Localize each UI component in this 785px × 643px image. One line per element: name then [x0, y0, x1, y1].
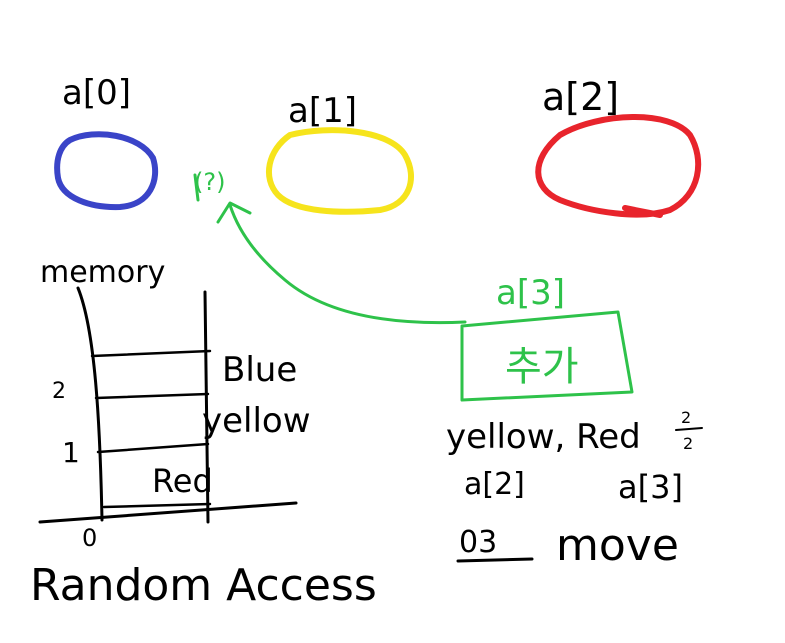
unknown-slot-tick	[193, 173, 200, 202]
note-move-underline	[456, 557, 534, 563]
label-a1: a[1]	[288, 91, 357, 131]
insert-arrow-head	[216, 201, 252, 224]
memory-row-line-2	[94, 392, 210, 400]
element-2-circle	[535, 114, 702, 218]
label-a0: a[0]	[62, 73, 131, 113]
memory-left-wall	[76, 286, 104, 522]
memory-row-line-3	[96, 442, 210, 454]
note-fraction-numerator: 2	[681, 408, 691, 427]
note-line-1: yellow, Red	[446, 417, 641, 457]
memory-right-wall	[203, 290, 210, 524]
memory-index-1: 1	[62, 436, 80, 469]
new-element-box	[460, 310, 634, 402]
memory-row-line-1	[90, 349, 212, 358]
note-fraction-bar	[675, 427, 703, 431]
new-element-box-text: 추가	[505, 344, 579, 390]
memory-row-line-4	[102, 502, 212, 509]
memory-index-2: 2	[52, 379, 66, 404]
note-move-word: move	[556, 520, 679, 571]
insert-arrow	[228, 203, 467, 325]
memory-cell-yellow: yellow	[202, 401, 311, 441]
caption: Random Access	[30, 560, 377, 611]
memory-cell-blue: Blue	[222, 350, 297, 390]
note-fraction-denominator: 2	[683, 434, 693, 453]
note-move-prefix: 03	[459, 525, 497, 560]
note-a2: a[2]	[464, 467, 525, 502]
memory-cell-red: Red	[152, 462, 213, 500]
new-element-label: a[3]	[496, 273, 565, 313]
memory-index-0: 0	[82, 524, 97, 552]
element-0-circle	[54, 131, 159, 211]
element-1-circle	[266, 127, 414, 215]
memory-title: memory	[40, 255, 165, 290]
memory-baseline	[38, 501, 298, 524]
note-a3: a[3]	[618, 468, 683, 506]
label-a2: a[2]	[542, 75, 619, 119]
unknown-slot-mark: (?)	[194, 168, 225, 196]
